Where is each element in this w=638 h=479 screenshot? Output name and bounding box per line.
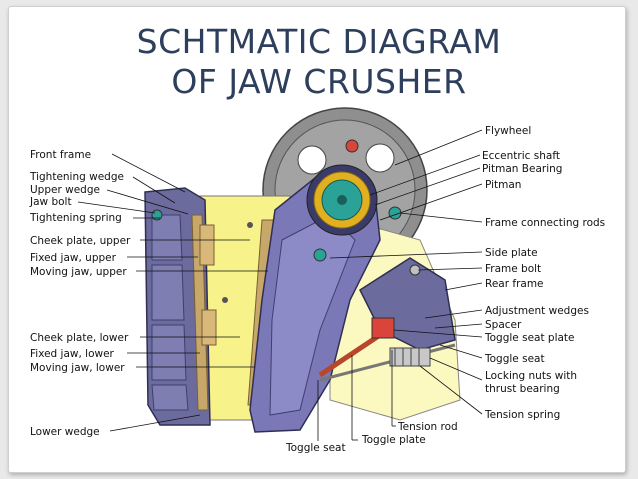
label-toggle-seat-plate: Toggle seat plate: [484, 332, 575, 344]
bottom-labels: Tension rod Toggle plate Toggle seat: [285, 350, 458, 454]
label-cheek-plate-upper: Cheek plate, upper: [30, 235, 131, 247]
label-toggle-seat-bottom: Toggle seat: [285, 442, 346, 454]
eccentric-shaft: [306, 164, 378, 236]
label-fixed-jaw-lower: Fixed jaw, lower: [30, 348, 115, 360]
tension-spring: [389, 347, 431, 367]
label-moving-jaw-lower: Moving jaw, lower: [30, 362, 125, 374]
label-pitman-bearing: Pitman Bearing: [482, 163, 562, 175]
label-cheek-plate-lower: Cheek plate, lower: [30, 332, 129, 344]
left-labels: Front frame Tightening wedge Upper wedge…: [29, 149, 268, 438]
fixed-jaw: [191, 214, 209, 411]
label-moving-jaw-upper: Moving jaw, upper: [30, 266, 127, 278]
label-upper-wedge: Upper wedge: [30, 184, 100, 196]
right-labels: Flywheel Eccentric shaft Pitman Bearing …: [329, 125, 605, 421]
label-lower-wedge: Lower wedge: [30, 426, 100, 438]
tension-rod: [319, 343, 456, 382]
label-locking-nuts-line-2: thrust bearing: [485, 383, 560, 395]
label-tension-spring: Tension spring: [484, 409, 560, 421]
label-pitman: Pitman: [485, 179, 521, 191]
label-frame-connecting-rods: Frame connecting rods: [485, 217, 605, 229]
label-fixed-jaw-upper: Fixed jaw, upper: [30, 252, 117, 264]
label-locking-nuts-line-1: Locking nuts with: [485, 370, 577, 382]
label-adjustment-wedges: Adjustment wedges: [485, 305, 589, 317]
label-toggle-seat: Toggle seat: [484, 353, 545, 365]
page-title: SCHTMATIC DIAGRAM OF JAW CRUSHER: [0, 22, 638, 102]
label-spacer: Spacer: [485, 319, 522, 331]
label-jaw-bolt: Jaw bolt: [29, 196, 72, 208]
label-tension-rod: Tension rod: [397, 421, 458, 433]
label-front-frame: Front frame: [30, 149, 91, 161]
label-flywheel: Flywheel: [485, 125, 531, 137]
label-tightening-spring: Tightening spring: [29, 212, 122, 224]
toggle-plate: [318, 332, 382, 378]
title-line-1: SCHTMATIC DIAGRAM: [136, 22, 502, 61]
label-side-plate: Side plate: [485, 247, 538, 259]
label-rear-frame: Rear frame: [485, 278, 544, 290]
label-frame-bolt: Frame bolt: [485, 263, 541, 275]
title-line-2: OF JAW CRUSHER: [171, 62, 467, 101]
label-eccentric-shaft: Eccentric shaft: [482, 150, 560, 162]
label-tightening-wedge: Tightening wedge: [29, 171, 124, 183]
label-toggle-plate: Toggle plate: [361, 434, 426, 446]
toggle-seat: [371, 317, 395, 339]
